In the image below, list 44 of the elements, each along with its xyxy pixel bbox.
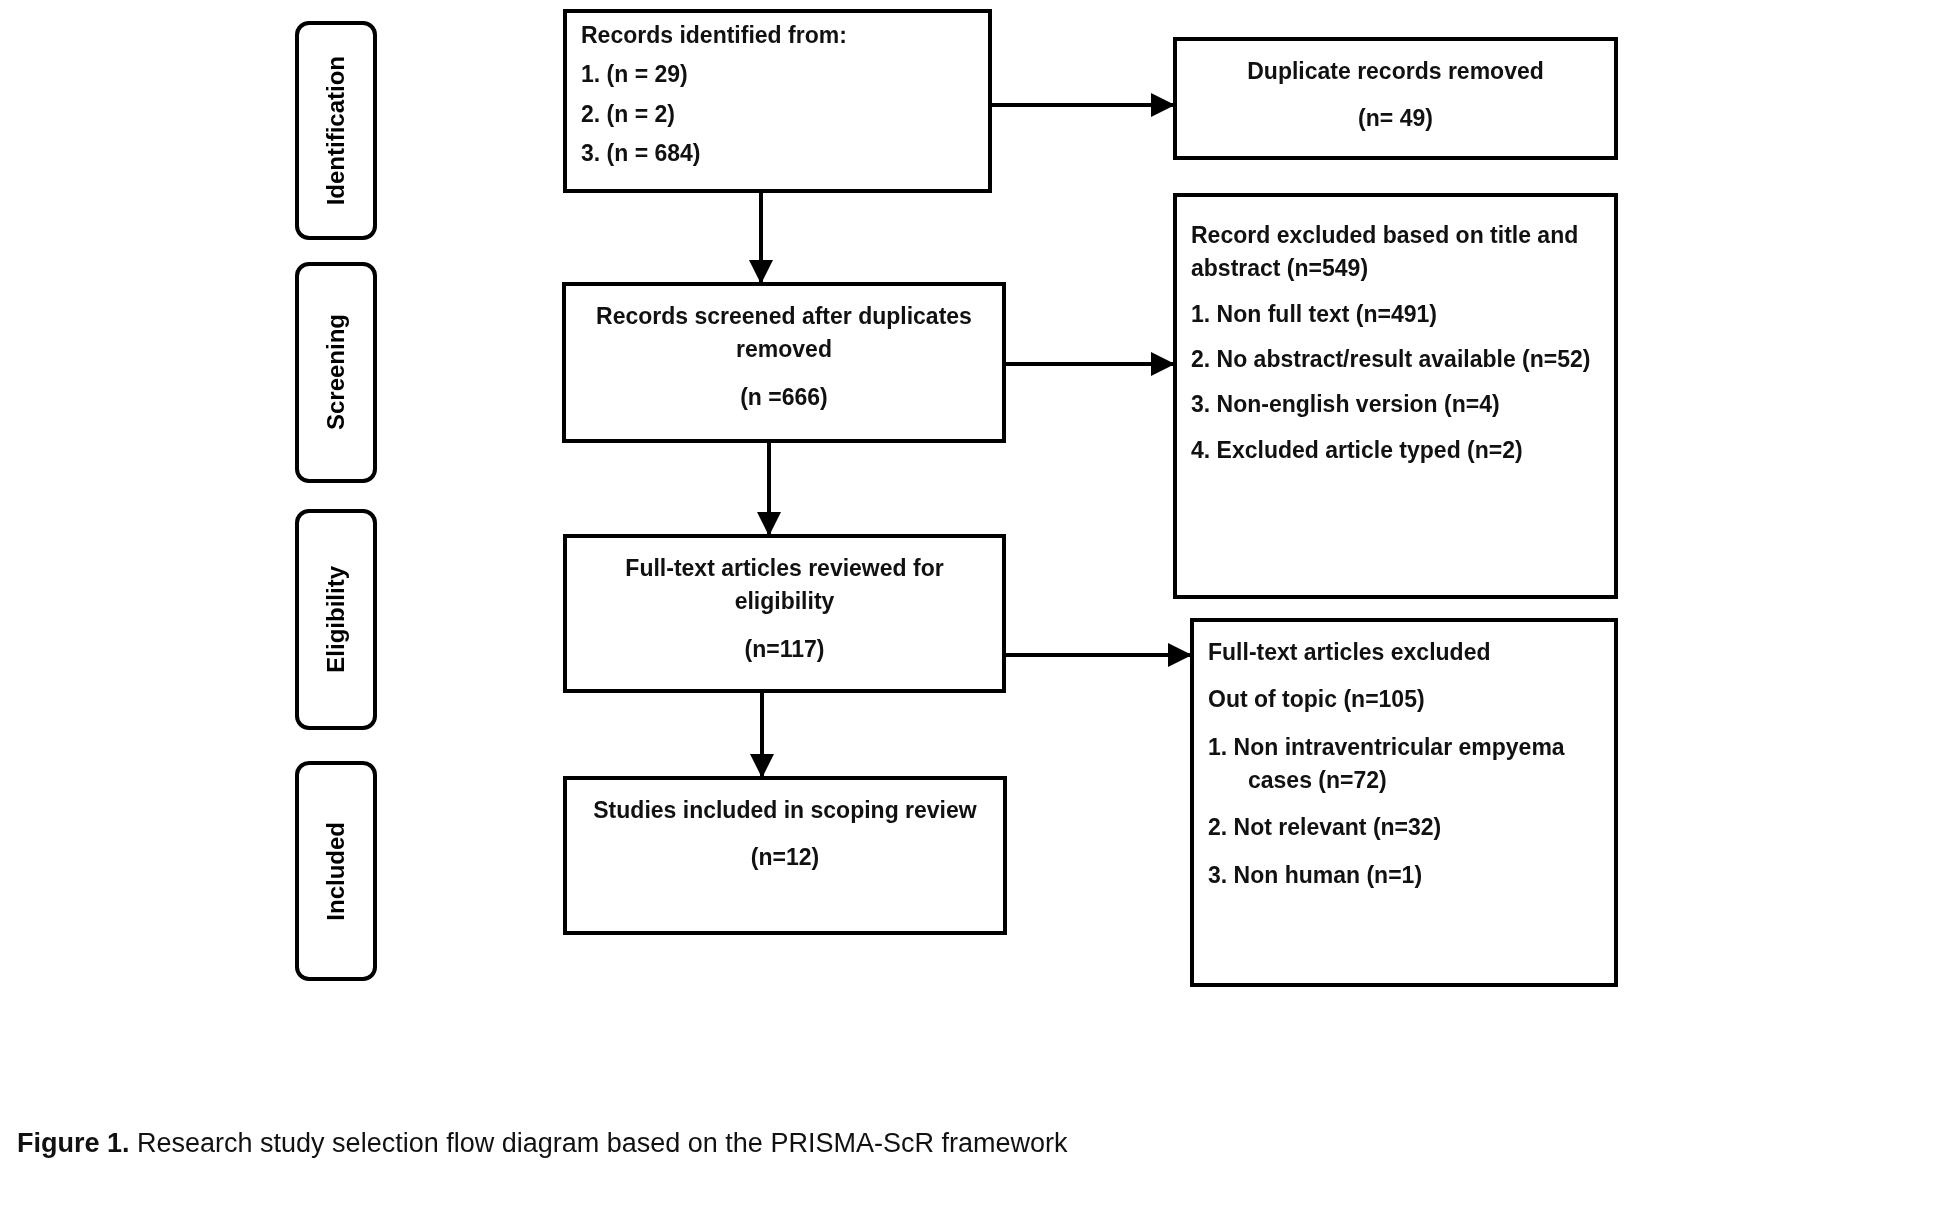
list-item: 3. Non human (n=1) [1208,860,1424,890]
process-box [1190,618,1618,987]
arrow [757,443,781,536]
box-heading: Record excluded based on title and abstract (n=549) [1191,221,1580,284]
count-text: (n=117) [743,634,826,664]
count-text: (n= 49) [1357,104,1434,134]
list-item: Out of topic (n=105) [1208,685,1426,715]
process-box [562,282,1006,443]
arrow [750,693,774,778]
box-heading: Studies included in scoping review [592,796,978,825]
figure-caption: Figure 1. Research study selection flow diagram based on the PRISMA-ScR framework [17,1128,1068,1159]
count-text: (n =666) [739,382,829,412]
stage-label: Eligibility [322,566,350,673]
box-heading: Full-text articles reviewed for eligibility [624,554,945,617]
stage-label-box [295,21,377,240]
stage-label: Identification [322,55,350,206]
stage-label: Included [322,821,350,921]
list-item: 2. Not relevant (n=32) [1208,813,1443,843]
stage-label-box [295,262,377,483]
arrow [749,193,773,284]
count-text: (n=12) [749,843,821,873]
process-box [1173,193,1618,599]
box-heading: Full-text articles excluded [1208,638,1492,667]
process-box [1173,37,1618,160]
list-item: 1. Non full text (n=491) [1191,299,1438,329]
stage-label-box [295,761,377,981]
box-heading: Duplicate records removed [1246,57,1545,86]
process-box [563,534,1006,693]
arrow [1006,352,1175,376]
process-box [563,9,992,193]
box-heading: Records screened after duplicates removed [595,302,973,365]
list-item: 2. (n = 2) [581,99,676,129]
box-heading: Records identified from: [581,21,848,50]
list-item: 1. Non intraventricular empyema cases (n=72) [1208,732,1566,796]
list-item: 4. Excluded article typed (n=2) [1191,435,1524,465]
list-item: 1. (n = 29) [581,60,689,90]
list-item: 3. Non-english version (n=4) [1191,390,1501,420]
list-item: 3. (n = 684) [581,139,702,169]
list-item: 2. No abstract/result available (n=52) [1191,345,1592,375]
process-box [563,776,1007,935]
arrow [1006,643,1192,667]
stage-label-box [295,509,377,730]
stage-label: Screening [322,314,350,431]
arrow [992,93,1175,117]
